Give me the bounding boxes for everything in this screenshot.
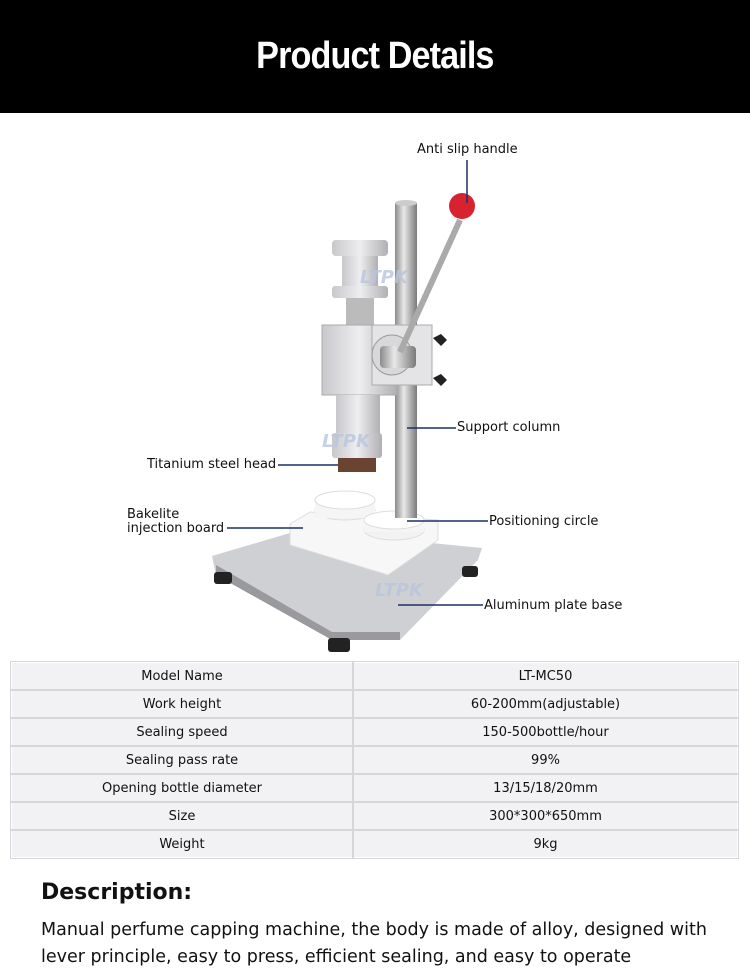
description-text: Manual perfume capping machine, the body… <box>41 920 707 967</box>
spec-name: Opening bottle diameter <box>10 773 354 803</box>
callout-anti-slip-handle: Anti slip handle <box>417 142 518 157</box>
spec-value: 13/15/18/20mm <box>352 773 739 803</box>
callout-support-column: Support column <box>457 420 561 435</box>
spec-value: 9kg <box>352 829 739 859</box>
spec-name: Work height <box>10 689 354 719</box>
spec-name: Sealing pass rate <box>10 745 354 775</box>
watermark: LTPK <box>375 580 425 601</box>
spec-value: 99% <box>352 745 739 775</box>
spec-name: Sealing speed <box>10 717 354 747</box>
watermark: LTPK <box>322 431 372 452</box>
callout-bakelite-line2: injection board <box>127 521 225 536</box>
spec-name: Size <box>10 801 354 831</box>
capping-machine-illustration: LTPK LTPK LTPK <box>212 160 488 652</box>
description-title: Description: <box>41 880 193 905</box>
callout-lines <box>227 160 488 606</box>
spec-value: LT-MC50 <box>352 661 739 691</box>
spec-value: 300*300*650mm <box>352 801 739 831</box>
spec-value: 60-200mm(adjustable) <box>352 689 739 719</box>
callout-aluminum-plate-base: Aluminum plate base <box>484 598 623 613</box>
aluminum-base <box>212 530 482 640</box>
callout-titanium-steel-head: Titanium steel head <box>147 457 277 472</box>
page-title: Product Details <box>256 35 494 77</box>
page-header: Product Details <box>0 0 750 113</box>
spec-name: Weight <box>10 829 354 859</box>
callout-positioning-circle: Positioning circle <box>489 514 599 529</box>
spec-value: 150-500bottle/hour <box>352 717 739 747</box>
product-image: LTPK LTPK LTPK Anti slip handle Support … <box>0 113 750 658</box>
watermark: LTPK <box>360 267 410 288</box>
callout-bakelite-line1: Bakelite <box>127 507 180 522</box>
spec-name: Model Name <box>10 661 354 691</box>
